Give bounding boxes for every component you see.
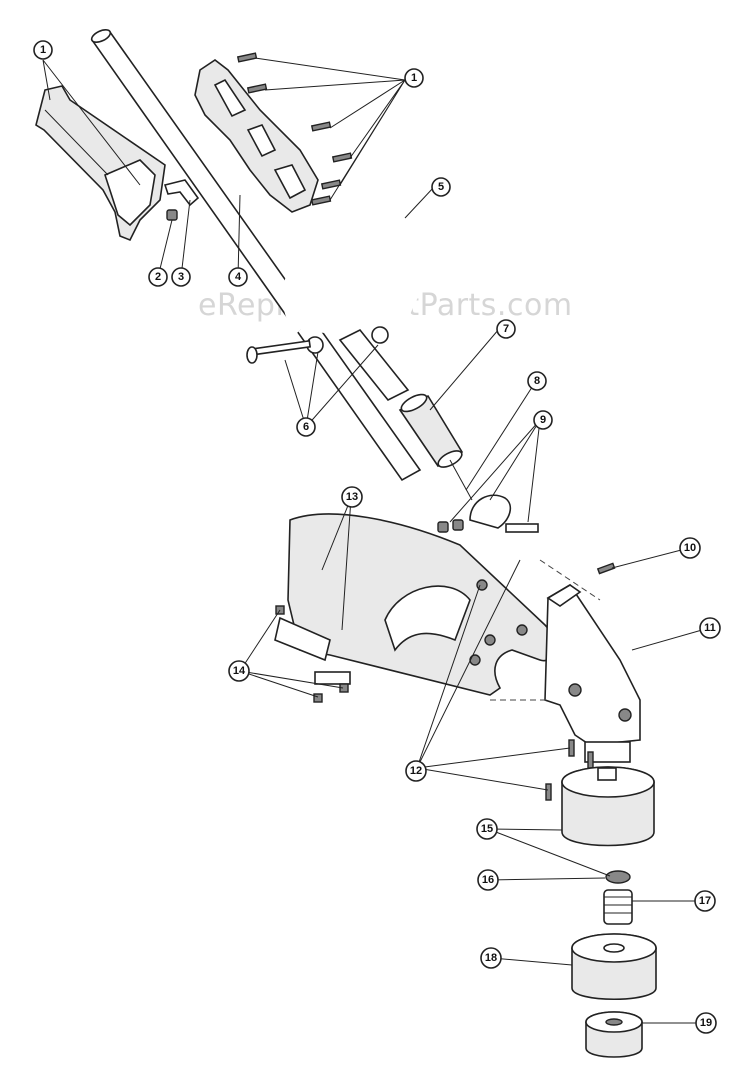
callout-2: 2: [148, 267, 168, 287]
callout-19: 19: [695, 1012, 717, 1034]
handle-housing-left: [35, 85, 166, 242]
callout-13: 13: [341, 486, 363, 508]
callout-15: 15: [476, 818, 498, 840]
callout-1-left: 1: [33, 40, 53, 60]
callout-12: 12: [405, 760, 427, 782]
svg-text:19: 19: [700, 1017, 712, 1029]
loop-handle: [282, 212, 437, 354]
trimmer-spool: [571, 933, 657, 1000]
svg-text:1: 1: [411, 72, 417, 84]
svg-text:2: 2: [155, 271, 161, 283]
svg-text:13: 13: [346, 491, 358, 503]
handle-bolt: [246, 339, 312, 364]
handle-housing-right: [194, 59, 319, 213]
gearbox-screw: [596, 562, 616, 575]
gearbox-head: [490, 559, 641, 763]
spool-washer: [605, 870, 631, 884]
callout-14: 14: [228, 660, 250, 682]
leader-lines: [42, 57, 710, 1024]
svg-text:7: 7: [503, 323, 509, 335]
svg-text:9: 9: [540, 414, 546, 426]
svg-text:5: 5: [438, 181, 444, 193]
debris-shield: [287, 513, 555, 696]
bump-knob: [585, 1011, 643, 1058]
callout-7: 7: [496, 319, 516, 339]
callout-5: 5: [431, 177, 451, 197]
callout-4: 4: [228, 267, 248, 287]
spool-housing: [561, 766, 655, 847]
callout-6: 6: [296, 417, 316, 437]
svg-text:6: 6: [303, 421, 309, 433]
callout-8: 8: [527, 371, 547, 391]
housing-screws: [236, 52, 353, 206]
svg-text:18: 18: [485, 952, 497, 964]
callout-10: 10: [679, 537, 701, 559]
callout-16: 16: [477, 869, 499, 891]
small-nut-and-lever: [163, 179, 200, 221]
callout-17: 17: [694, 890, 716, 912]
svg-text:10: 10: [684, 542, 696, 554]
line-cutter-blade: [274, 605, 351, 703]
svg-text:16: 16: [482, 874, 494, 886]
callout-18: 18: [480, 947, 502, 969]
svg-text:11: 11: [704, 622, 716, 634]
spool-spring: [603, 889, 633, 925]
callout-3: 3: [171, 267, 191, 287]
svg-text:14: 14: [233, 665, 246, 677]
svg-text:15: 15: [481, 823, 493, 835]
shield-clamp: [437, 494, 539, 533]
svg-text:12: 12: [410, 765, 422, 777]
callout-11: 11: [699, 617, 721, 639]
lower-tube: [338, 328, 464, 468]
upper-shaft: [90, 29, 422, 482]
svg-text:17: 17: [699, 895, 711, 907]
callout-1-right: 1: [404, 68, 424, 88]
svg-text:1: 1: [40, 44, 46, 56]
callout-9: 9: [533, 410, 553, 430]
svg-text:4: 4: [235, 271, 242, 283]
driveshaft-pin: [449, 459, 473, 501]
svg-text:8: 8: [534, 375, 540, 387]
svg-text:3: 3: [178, 271, 184, 283]
